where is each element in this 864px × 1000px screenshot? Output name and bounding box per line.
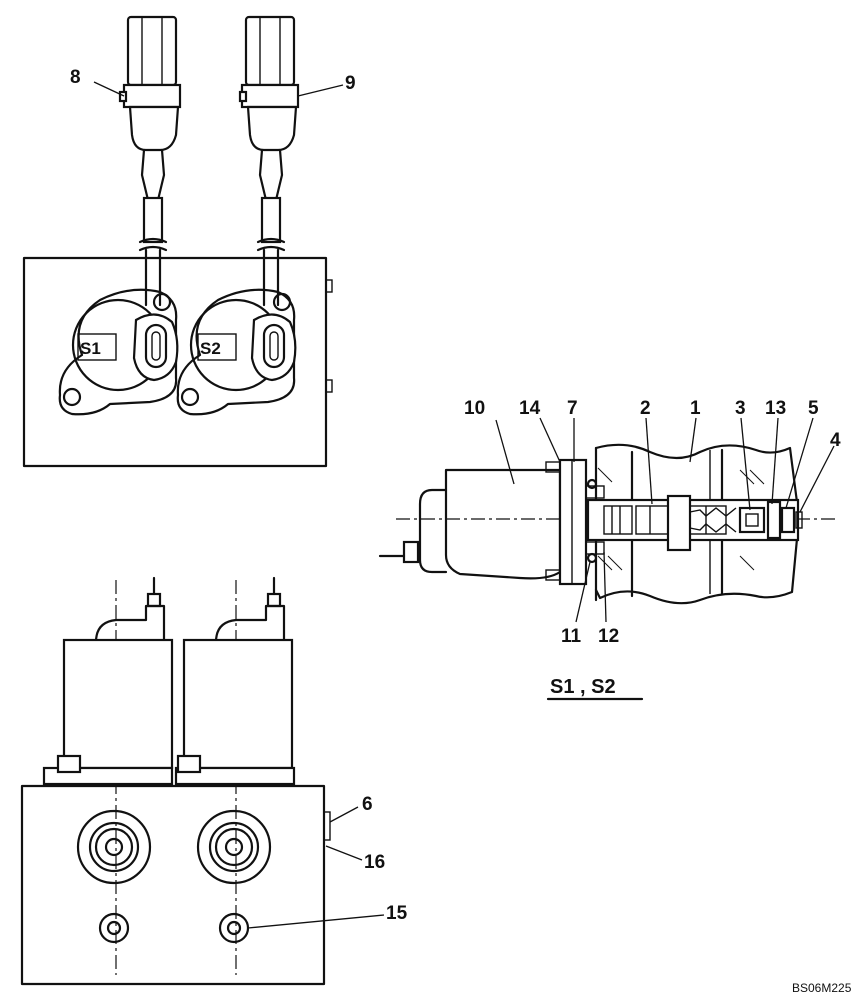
solenoid-s1-front: [42, 576, 174, 786]
callout-7: 7: [567, 398, 578, 419]
solenoid-s2-front: [174, 576, 296, 786]
callout-2: 2: [640, 398, 651, 419]
callout-4: 4: [830, 430, 841, 451]
valve-block-top: [22, 256, 328, 468]
valve-block-front: [20, 784, 326, 986]
callout-13: 13: [765, 398, 786, 419]
callout-6: 6: [362, 794, 373, 815]
plug-left: [98, 912, 130, 944]
callout-11: 11: [561, 626, 582, 647]
callout-14: 14: [519, 398, 541, 419]
front-view: 6 16 15: [20, 576, 408, 986]
callout-9: 9: [345, 73, 356, 94]
callout-5: 5: [808, 398, 819, 419]
top-view: S1 S2 8 9: [22, 15, 356, 468]
solenoid-s1-top: S1: [58, 288, 179, 416]
callout-15: 15: [386, 903, 408, 924]
section-view: 10 14 7 2 1 3 13 5 4 11 12 S1 , S2: [378, 398, 841, 701]
connector-right: [238, 15, 300, 307]
callout-3: 3: [735, 398, 746, 419]
callout-8: 8: [70, 67, 81, 88]
drawing-code: BS06M225: [792, 981, 852, 995]
solenoid-label-s1: S1: [80, 339, 101, 358]
callout-12: 12: [598, 626, 619, 647]
section-title: S1 , S2: [550, 676, 616, 698]
callout-16: 16: [364, 852, 385, 873]
port-right: [196, 809, 272, 885]
connector-left: [118, 15, 182, 307]
callout-1: 1: [690, 398, 701, 419]
solenoid-s2-top: S2: [176, 288, 297, 416]
plug-right: [218, 912, 250, 944]
solenoid-label-s2: S2: [200, 339, 221, 358]
port-left: [76, 809, 152, 885]
callout-10: 10: [464, 398, 485, 419]
